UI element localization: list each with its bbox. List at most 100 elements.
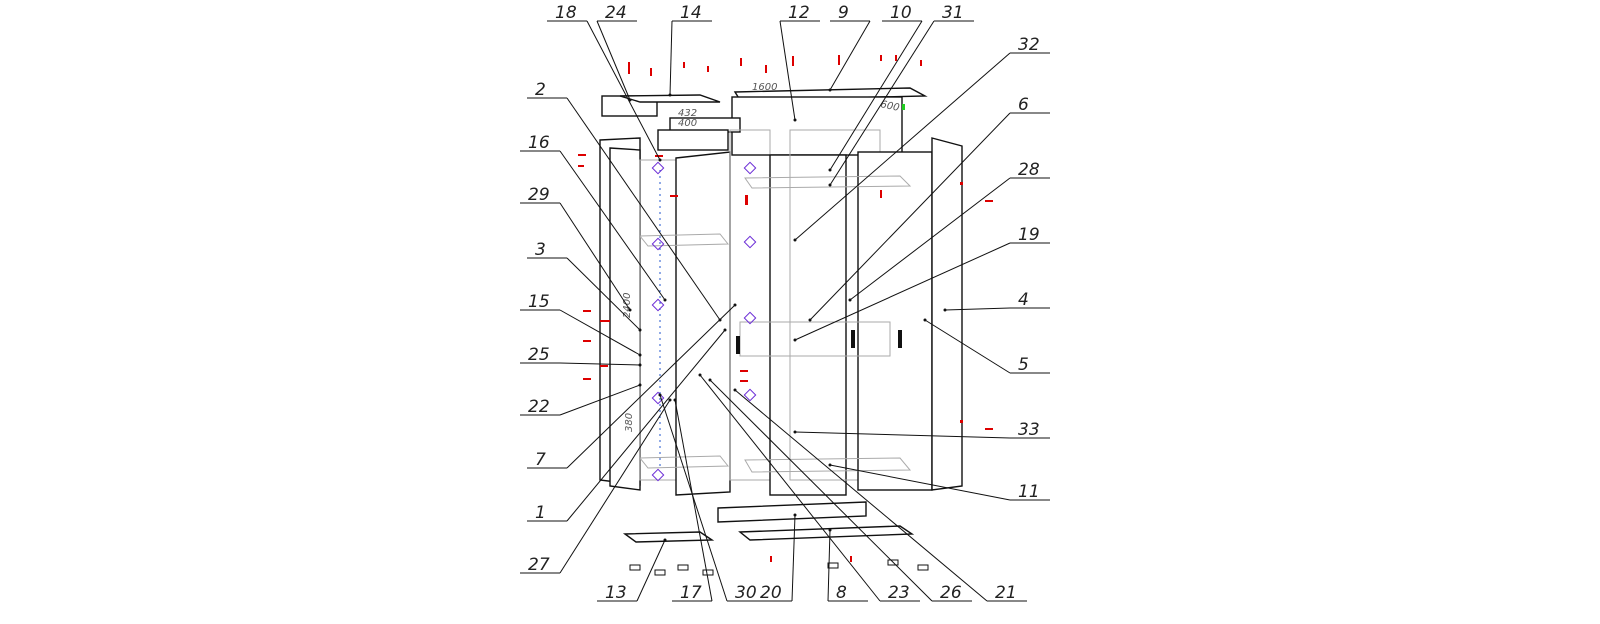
- dim-600: 600: [879, 99, 900, 114]
- dim-400: 400: [678, 118, 697, 129]
- plinth: [717, 501, 867, 523]
- callout-11: 11: [828, 463, 1050, 502]
- leader-dot: [723, 328, 727, 332]
- leader-line: [559, 384, 641, 416]
- leader-dot: [943, 308, 947, 312]
- fastener-mark: [960, 182, 963, 185]
- hinge-icon: [651, 298, 665, 312]
- callout-14: 14: [668, 3, 712, 97]
- callout-7: 7: [527, 303, 737, 470]
- fastener-mark: [740, 58, 742, 66]
- callout-number: 7: [535, 450, 546, 470]
- callout-25: 25: [520, 345, 642, 367]
- leader-dot: [628, 308, 632, 312]
- callout-number: 19: [1018, 225, 1040, 245]
- leg-support-icon: [629, 564, 641, 571]
- callout-22: 22: [520, 383, 642, 417]
- leader-line: [944, 307, 1011, 311]
- callout-27: 27: [520, 398, 672, 575]
- shelf: [638, 455, 730, 469]
- fastener-mark: [985, 200, 993, 202]
- leader-dot: [793, 430, 797, 434]
- hinge-icon: [743, 388, 757, 402]
- leader-line: [829, 20, 923, 171]
- leg-support-icon: [702, 569, 714, 576]
- fastener-mark: [583, 310, 591, 312]
- leader-line: [559, 399, 671, 574]
- leader-dot: [828, 168, 832, 172]
- leader-line: [829, 20, 935, 186]
- door-handle: [898, 330, 902, 348]
- shelf: [744, 175, 912, 189]
- door-handle: [736, 336, 740, 354]
- callout-number: 9: [838, 3, 849, 23]
- fastener-mark: [880, 190, 882, 198]
- fastener-mark: [600, 365, 608, 367]
- hinge-icon: [651, 161, 665, 175]
- shelf: [638, 233, 730, 247]
- callout-13: 13: [597, 538, 667, 603]
- leg-support-icon: [827, 562, 839, 569]
- leader-dot: [658, 158, 662, 162]
- leader-dot: [923, 318, 927, 322]
- leader-line: [849, 177, 1011, 301]
- leader-dot: [638, 383, 642, 387]
- leader-line: [659, 394, 728, 602]
- callout-5: 5: [923, 318, 1050, 375]
- callout-21: 21: [733, 388, 1027, 603]
- cabinet-parts: [599, 87, 963, 543]
- leader-dot: [828, 88, 832, 92]
- callout-number: 6: [1018, 95, 1029, 115]
- leg-support-icon: [654, 569, 666, 576]
- callout-30: 30: [658, 393, 767, 603]
- leader-line: [809, 112, 1011, 321]
- leader-line: [794, 242, 1011, 341]
- leader-line: [559, 202, 631, 311]
- callout-number: 12: [788, 3, 810, 23]
- right-side-panel: [931, 137, 963, 491]
- callout-number: 3: [535, 240, 546, 260]
- fastener-mark: [792, 56, 794, 66]
- leader-line: [709, 379, 933, 602]
- callout-number: 27: [528, 555, 550, 575]
- fastener-mark: [985, 428, 993, 430]
- leader-line: [699, 374, 881, 602]
- leader-dot: [668, 398, 672, 402]
- fastener-mark: [880, 55, 882, 61]
- callout-32: 32: [793, 35, 1050, 242]
- leader-line: [924, 319, 1011, 374]
- leg-support-icon: [887, 559, 899, 566]
- leader-dot: [628, 98, 632, 102]
- callout-number: 20: [760, 583, 782, 603]
- callout-number: 14: [680, 3, 702, 23]
- fastener-mark: [920, 60, 922, 66]
- leader-dot: [638, 353, 642, 357]
- callout-1: 1: [527, 328, 727, 523]
- fastener-mark: [838, 55, 840, 65]
- fastener-mark: [740, 380, 748, 382]
- leader-dot: [793, 338, 797, 342]
- leader-line: [586, 20, 661, 161]
- fastener-mark: [600, 320, 610, 322]
- callout-3: 3: [527, 240, 642, 332]
- callout-number: 10: [890, 3, 912, 23]
- leader-dot: [638, 328, 642, 332]
- leader-dot: [668, 93, 672, 97]
- leader-dot: [673, 398, 677, 402]
- callout-number: 18: [555, 3, 577, 23]
- leader-dot: [808, 318, 812, 322]
- hinge-icon: [743, 311, 757, 325]
- callout-19: 19: [793, 225, 1050, 342]
- callout-number: 24: [605, 3, 627, 23]
- callout-number: 33: [1018, 420, 1040, 440]
- marker-icon: [902, 104, 905, 110]
- callout-number: 32: [1018, 35, 1040, 55]
- leader-dot: [848, 298, 852, 302]
- callout-number: 11: [1018, 482, 1040, 502]
- fastener-mark: [583, 378, 591, 380]
- leader-line: [566, 257, 641, 331]
- leader-dot: [828, 463, 832, 467]
- leader-dot: [793, 513, 797, 517]
- callout-number: 13: [605, 583, 627, 603]
- callout-number: 16: [528, 133, 550, 153]
